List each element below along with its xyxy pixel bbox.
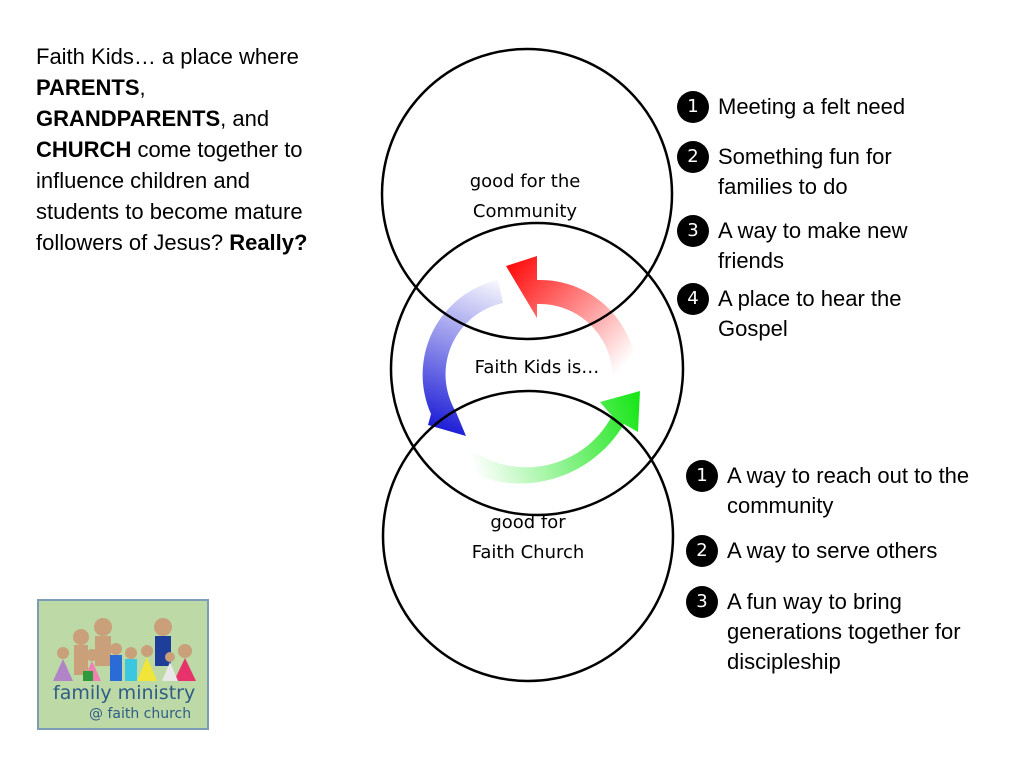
community-item-text: A place to hear the Gospel — [718, 286, 902, 341]
community-circle — [380, 47, 674, 341]
faith-church-circle — [381, 389, 675, 683]
blue-cycle-arrow — [422, 280, 503, 436]
church-item-1: 1 A way to reach out to the community — [686, 460, 986, 521]
faith-church-label-line1: good for — [490, 512, 566, 533]
community-item-text: A way to make new friends — [718, 218, 908, 273]
number-badge: 3 — [686, 586, 718, 618]
church-item-3: 3 A fun way to bring generations togethe… — [686, 586, 976, 677]
number-badge: 1 — [686, 460, 718, 492]
faith-kids-circle — [389, 221, 685, 517]
community-label-line2: Community — [472, 201, 578, 222]
faith-kids-label: Faith Kids is… — [437, 353, 637, 383]
number-badge: 2 — [686, 535, 718, 567]
faith-kids-label-text: Faith Kids is… — [474, 357, 600, 378]
church-item-2: 2 A way to serve others — [686, 535, 986, 567]
community-item-1: 1 Meeting a felt need — [677, 91, 977, 123]
number-badge: 2 — [677, 141, 709, 173]
community-item-text: Meeting a felt need — [718, 94, 906, 119]
family-ministry-logo: family ministry @ faith church — [37, 599, 209, 730]
church-item-text: A way to serve others — [727, 538, 938, 563]
red-cycle-arrow — [506, 256, 637, 390]
community-label-line1: good for the — [469, 171, 581, 192]
intro-church: CHURCH — [36, 137, 132, 162]
faith-church-label: good for Faith Church — [428, 508, 628, 568]
number-badge: 3 — [677, 215, 709, 247]
community-item-2: 2 Something fun for families to do — [677, 141, 927, 202]
community-item-text: Something fun for families to do — [718, 144, 892, 199]
intro-lead: Faith Kids… a place where — [36, 44, 299, 69]
intro-really: Really? — [229, 230, 308, 255]
faith-church-label-line2: Faith Church — [471, 542, 585, 563]
intro-tail: come together to influence children and … — [36, 137, 303, 255]
intro-parents: PARENTS — [36, 75, 140, 100]
church-item-text: A way to reach out to the community — [727, 463, 970, 518]
intro-comma: , — [139, 75, 146, 100]
community-item-4: 4 A place to hear the Gospel — [677, 283, 967, 344]
logo-text-line1: family ministry — [53, 682, 196, 704]
community-item-3: 3 A way to make new friends — [677, 215, 967, 276]
people-illustration-icon — [53, 618, 196, 681]
logo-text-line2: @ faith church — [89, 706, 192, 722]
intro-paragraph: Faith Kids… a place where PARENTS, GRAND… — [36, 41, 336, 258]
number-badge: 4 — [677, 283, 709, 315]
church-item-text: A fun way to bring generations together … — [727, 589, 961, 674]
intro-grandparents: GRANDPARENTS — [36, 106, 221, 131]
green-cycle-arrow — [451, 391, 640, 484]
intro-and: , and — [220, 106, 270, 131]
community-label: good for the Community — [425, 167, 625, 227]
number-badge: 1 — [677, 91, 709, 123]
